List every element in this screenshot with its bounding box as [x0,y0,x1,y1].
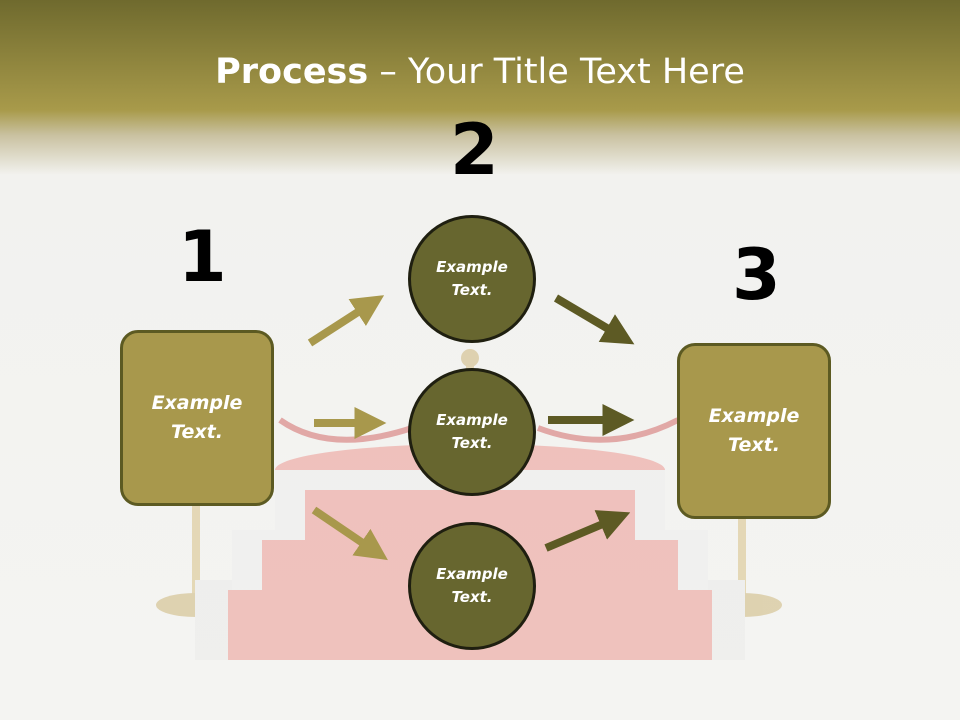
step-number-1: 1 [178,216,227,298]
title-bold: Process [215,52,369,92]
arrow-bottom-to-right [544,510,631,552]
step-number-2: 2 [450,109,499,191]
arrow-left-to-top [307,295,385,347]
arrow-top-to-right [553,294,635,345]
step-number-3: 3 [732,234,781,316]
title-rest: – Your Title Text Here [368,52,745,92]
arrow-left-to-bottom [311,506,388,561]
slide-title: Process – Your Title Text Here [0,52,960,92]
